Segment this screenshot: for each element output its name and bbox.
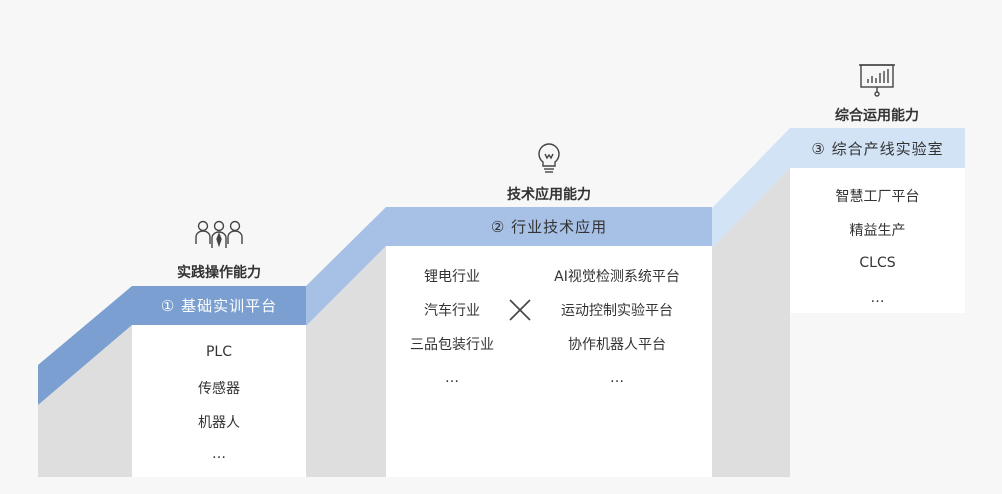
stage-2-title: 技术应用能力 [507, 187, 591, 203]
band-2-flat [386, 207, 712, 246]
stage-1-band-label: ① 基础实训平台 [160, 297, 278, 315]
stage-2-right-item: … [610, 370, 624, 386]
riser-1 [38, 325, 132, 477]
stage-1-item: PLC [205, 344, 233, 360]
stage-2-right-item: AI视觉检测系统平台 [554, 269, 680, 285]
stage-1-item: 传感器 [198, 381, 240, 397]
stage-3-item: … [870, 290, 885, 306]
stage-2-right-item: 运动控制实验平台 [561, 303, 673, 319]
column-2-bg [386, 246, 712, 477]
stage-3-band-label: ③ 综合产线实验室 [811, 139, 944, 158]
band-3-flat [790, 128, 965, 168]
stage-2-right-item: 协作机器人平台 [568, 337, 666, 353]
stage-2-left-item: … [445, 370, 459, 386]
riser-2 [306, 246, 386, 477]
stage-2-left-item: 锂电行业 [424, 269, 480, 285]
band-2-slope [306, 207, 386, 326]
band-1-slope [38, 286, 132, 405]
stage-3-item: 精益生产 [849, 223, 906, 239]
column-3-bg [790, 168, 965, 313]
stage-1-item: … [212, 446, 226, 462]
band-3-slope [712, 128, 790, 248]
people-icon [195, 220, 243, 248]
stage-2-left-item: 汽车行业 [424, 303, 480, 319]
stage-3-item: 智慧工厂平台 [835, 189, 920, 205]
column-1-bg [132, 325, 306, 477]
lightbulb-icon [538, 143, 560, 173]
presentation-board-icon [859, 64, 895, 97]
riser-3 [712, 168, 790, 477]
cross-icon [509, 299, 531, 321]
band-1-flat [132, 286, 306, 325]
stage-3-item: CLCS [859, 255, 896, 271]
stage-3-title: 综合运用能力 [835, 108, 919, 124]
stage-2-band-label: ② 行业技术应用 [490, 218, 608, 236]
stage-2-left-item: 三品包装行业 [410, 337, 494, 353]
stage-1-item: 机器人 [198, 415, 240, 431]
stage-1-title: 实践操作能力 [177, 265, 261, 281]
